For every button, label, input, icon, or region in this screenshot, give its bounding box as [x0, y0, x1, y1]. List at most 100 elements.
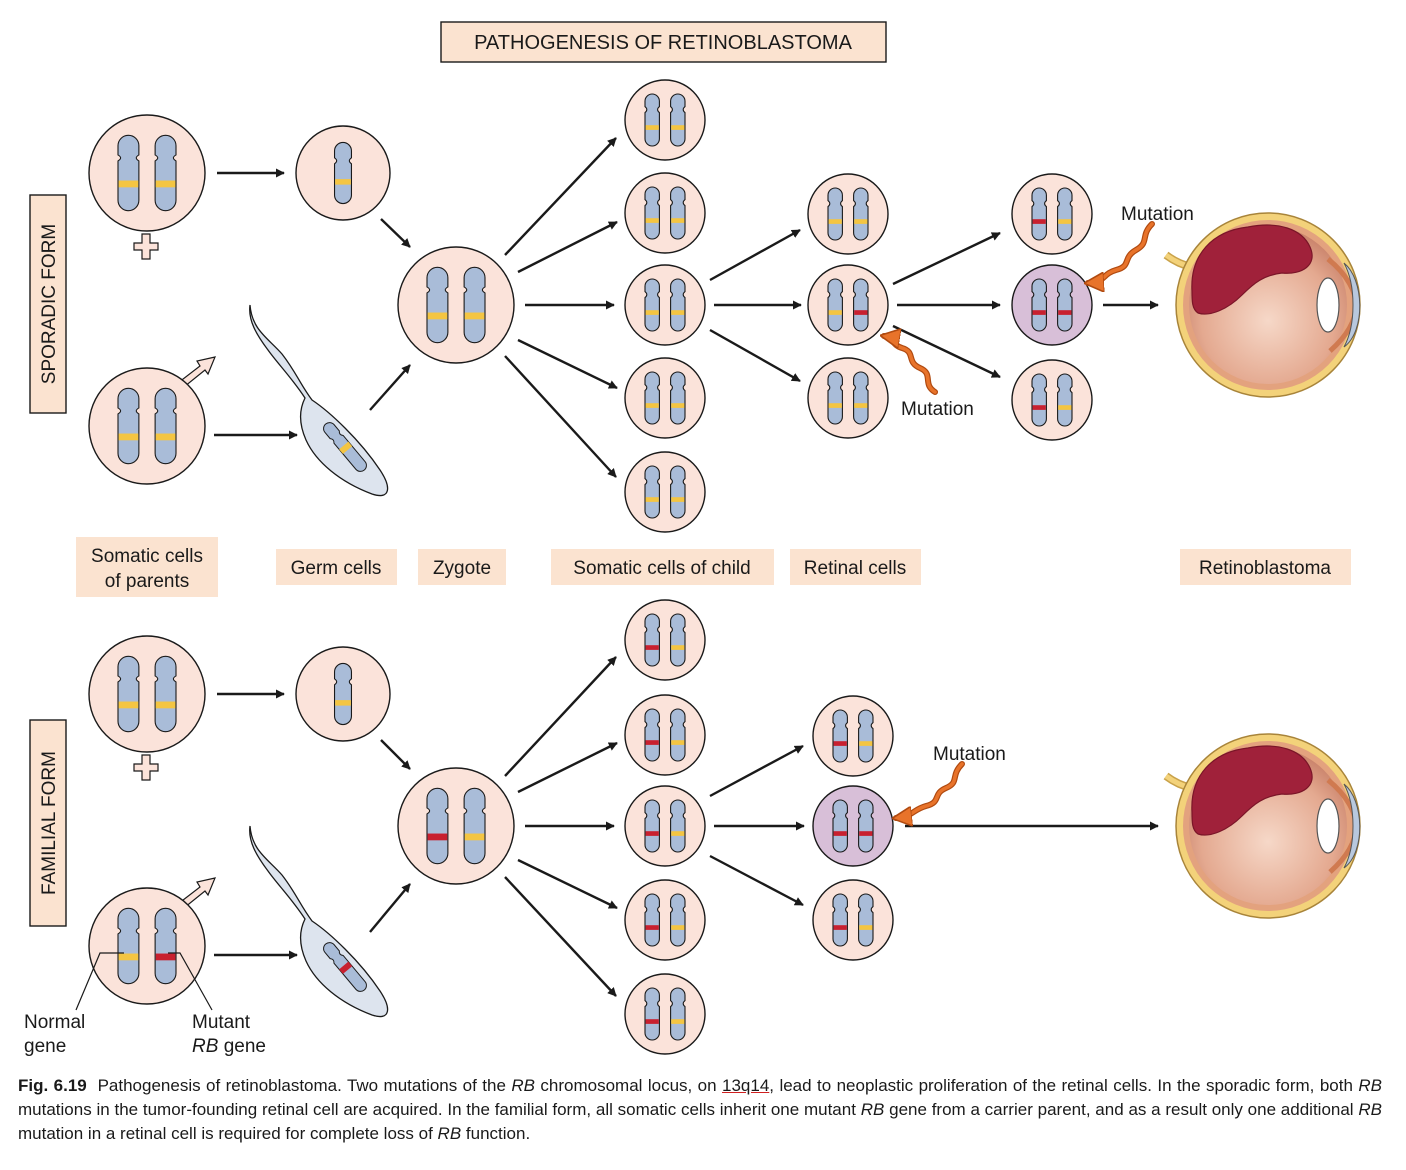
mutation-label: Mutation: [933, 744, 1006, 765]
chromosome: [827, 278, 843, 332]
retinal-cell-double-mutant: [812, 785, 894, 867]
cell-membrane: [812, 695, 894, 777]
chromosome: [644, 799, 660, 853]
chromosome: [154, 655, 177, 733]
normal-rb-gene-band: [118, 953, 139, 961]
chromosome: [670, 465, 686, 519]
chromosome: [1057, 187, 1073, 241]
normal-rb-gene-band: [671, 125, 685, 130]
chromosome: [670, 186, 686, 240]
cell-membrane: [624, 973, 706, 1055]
chromosome: [670, 278, 686, 332]
chromosome: [1057, 373, 1073, 427]
stage-label-somatic-child: Somatic cells of child: [573, 558, 750, 579]
normal-rb-gene-band: [645, 310, 659, 315]
stage-label-somatic-parents: Somatic cells: [91, 546, 203, 567]
caption-part-1: Pathogenesis of retinoblastoma. Two muta…: [97, 1076, 506, 1095]
mutant-rb-gene-band: [645, 645, 659, 650]
chromosome: [670, 799, 686, 853]
chromosome: [644, 186, 660, 240]
normal-rb-gene-band: [854, 219, 868, 224]
mutant-rb-gene-band: [833, 831, 847, 836]
zygote-cell: [397, 767, 515, 885]
figure-number: Fig. 6.19: [18, 1076, 87, 1095]
normal-rb-gene-band: [828, 219, 842, 224]
mutant-rb-gene-band: [427, 833, 448, 841]
eye-tumor-sporadic: [1163, 212, 1361, 398]
normal-rb-gene-band: [671, 310, 685, 315]
arrows: [214, 137, 1159, 997]
normal-rb-gene-band: [155, 180, 176, 188]
chromosome: [644, 708, 660, 762]
normal-rb-gene-band: [645, 497, 659, 502]
familial-form-label: FAMILIAL FORM: [29, 719, 67, 927]
chromosome: [644, 371, 660, 425]
mutant-rb-gene-band: [1032, 310, 1046, 315]
chromosome: [644, 893, 660, 947]
chromosome: [463, 787, 486, 865]
chromosome: [644, 93, 660, 147]
chromosome: [333, 662, 353, 726]
cell-membrane: [88, 367, 206, 485]
cell-membrane: [1011, 173, 1093, 255]
normal-rb-gene-band: [671, 403, 685, 408]
caption-part-4: mutations in the tumor-founding retinal …: [18, 1100, 856, 1119]
paternal-carrier-somatic-cell: [88, 887, 206, 1005]
female-symbol: [133, 754, 159, 781]
normal-rb-gene-band: [155, 701, 176, 709]
mutant-rb-gene-band: [645, 740, 659, 745]
cells: [88, 79, 1093, 1055]
normal-rb-gene-band: [335, 179, 351, 185]
chromosome: [117, 134, 140, 212]
retinal-cell: [807, 357, 889, 439]
normal-rb-gene-band: [828, 310, 842, 315]
stage-label-retinoblastoma: Retinoblastoma: [1199, 558, 1331, 579]
retinal-cell-mutated: [807, 264, 889, 346]
chromosome: [117, 907, 140, 985]
stage-label-zygote: Zygote: [433, 558, 491, 579]
chromosome: [1031, 373, 1047, 427]
chromosome: [670, 708, 686, 762]
normal-rb-gene-band: [1058, 405, 1072, 410]
cell-membrane: [624, 599, 706, 681]
child-somatic-cell: [624, 451, 706, 533]
mutant-rb-gene-band: [1032, 219, 1046, 224]
cell-membrane: [624, 785, 706, 867]
diagram-title: PATHOGENESIS OF RETINOBLASTOMA: [474, 32, 853, 54]
retinal-cell-mutated: [1011, 173, 1093, 255]
mutant-rb-gene-band: [645, 1019, 659, 1024]
eye-tumor-familial: [1163, 733, 1361, 919]
normal-rb-gene-band: [645, 125, 659, 130]
normal-rb-gene-band: [828, 403, 842, 408]
chromosome: [832, 709, 848, 763]
cell-membrane: [624, 451, 706, 533]
chromosome: [426, 787, 449, 865]
chromosome: [154, 134, 177, 212]
zygote-cell: [397, 246, 515, 364]
chromosome: [117, 655, 140, 733]
cell-membrane: [624, 879, 706, 961]
caption-part-5: gene from a carrier parent, and as a res…: [889, 1100, 1354, 1119]
normal-rb-gene-band: [118, 180, 139, 188]
mutation-label: Mutation: [1121, 204, 1194, 225]
chromosome: [463, 266, 486, 344]
cell-membrane: [624, 79, 706, 161]
mutant-rb-gene-band: [155, 953, 176, 961]
cell-membrane: [397, 246, 515, 364]
mutant-rb-gene-band: [833, 925, 847, 930]
normal-rb-gene-band: [155, 433, 176, 441]
chromosome: [644, 987, 660, 1041]
cell-membrane: [88, 887, 206, 1005]
caption-rb-3: RB: [860, 1100, 885, 1119]
normal-rb-gene-band: [645, 218, 659, 223]
normal-rb-gene-band: [859, 925, 873, 930]
cell-membrane: [624, 357, 706, 439]
chromosome: [154, 387, 177, 465]
normal-rb-gene-band: [671, 925, 685, 930]
cell-membrane: [812, 785, 894, 867]
chromosome: [1031, 278, 1047, 332]
chromosome: [827, 187, 843, 241]
title-box: [440, 21, 887, 63]
cell-membrane: [807, 173, 889, 255]
caption-rb-1: RB: [511, 1076, 535, 1095]
